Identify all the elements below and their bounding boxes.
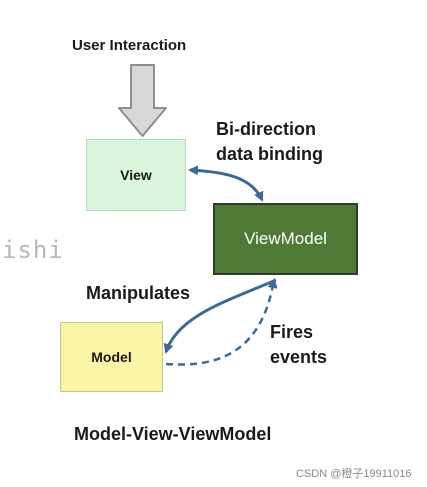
watermark-text: ishi [2,236,64,264]
csdn-credit: CSDN @橙子19911016 [296,468,412,480]
user-interaction-block-arrow [118,64,167,137]
model-node-label: Model [91,349,132,365]
model-node: Model [60,322,163,392]
viewmodel-node: ViewModel [213,203,358,275]
viewmodel-node-label: ViewModel [244,229,327,248]
diagram-title: Model-View-ViewModel [74,424,272,444]
fires-events-arrow [165,278,278,366]
user-interaction-label: User Interaction [72,37,187,54]
view-node-label: View [120,167,152,183]
fires-events-label-line1: Fires [270,322,314,342]
manipulates-label: Manipulates [86,283,191,303]
manipulates-arrow [163,278,277,354]
bi-direction-label: Bi-direction data binding [216,117,323,167]
bi-direction-label-line1: Bi-direction [216,119,317,139]
bi-direction-label-line2: data binding [216,144,323,164]
bi-direction-binding-arrow [188,165,264,202]
fires-events-label: Fires events [270,320,327,370]
fires-events-label-line2: events [270,347,328,367]
view-node: View [86,139,186,211]
